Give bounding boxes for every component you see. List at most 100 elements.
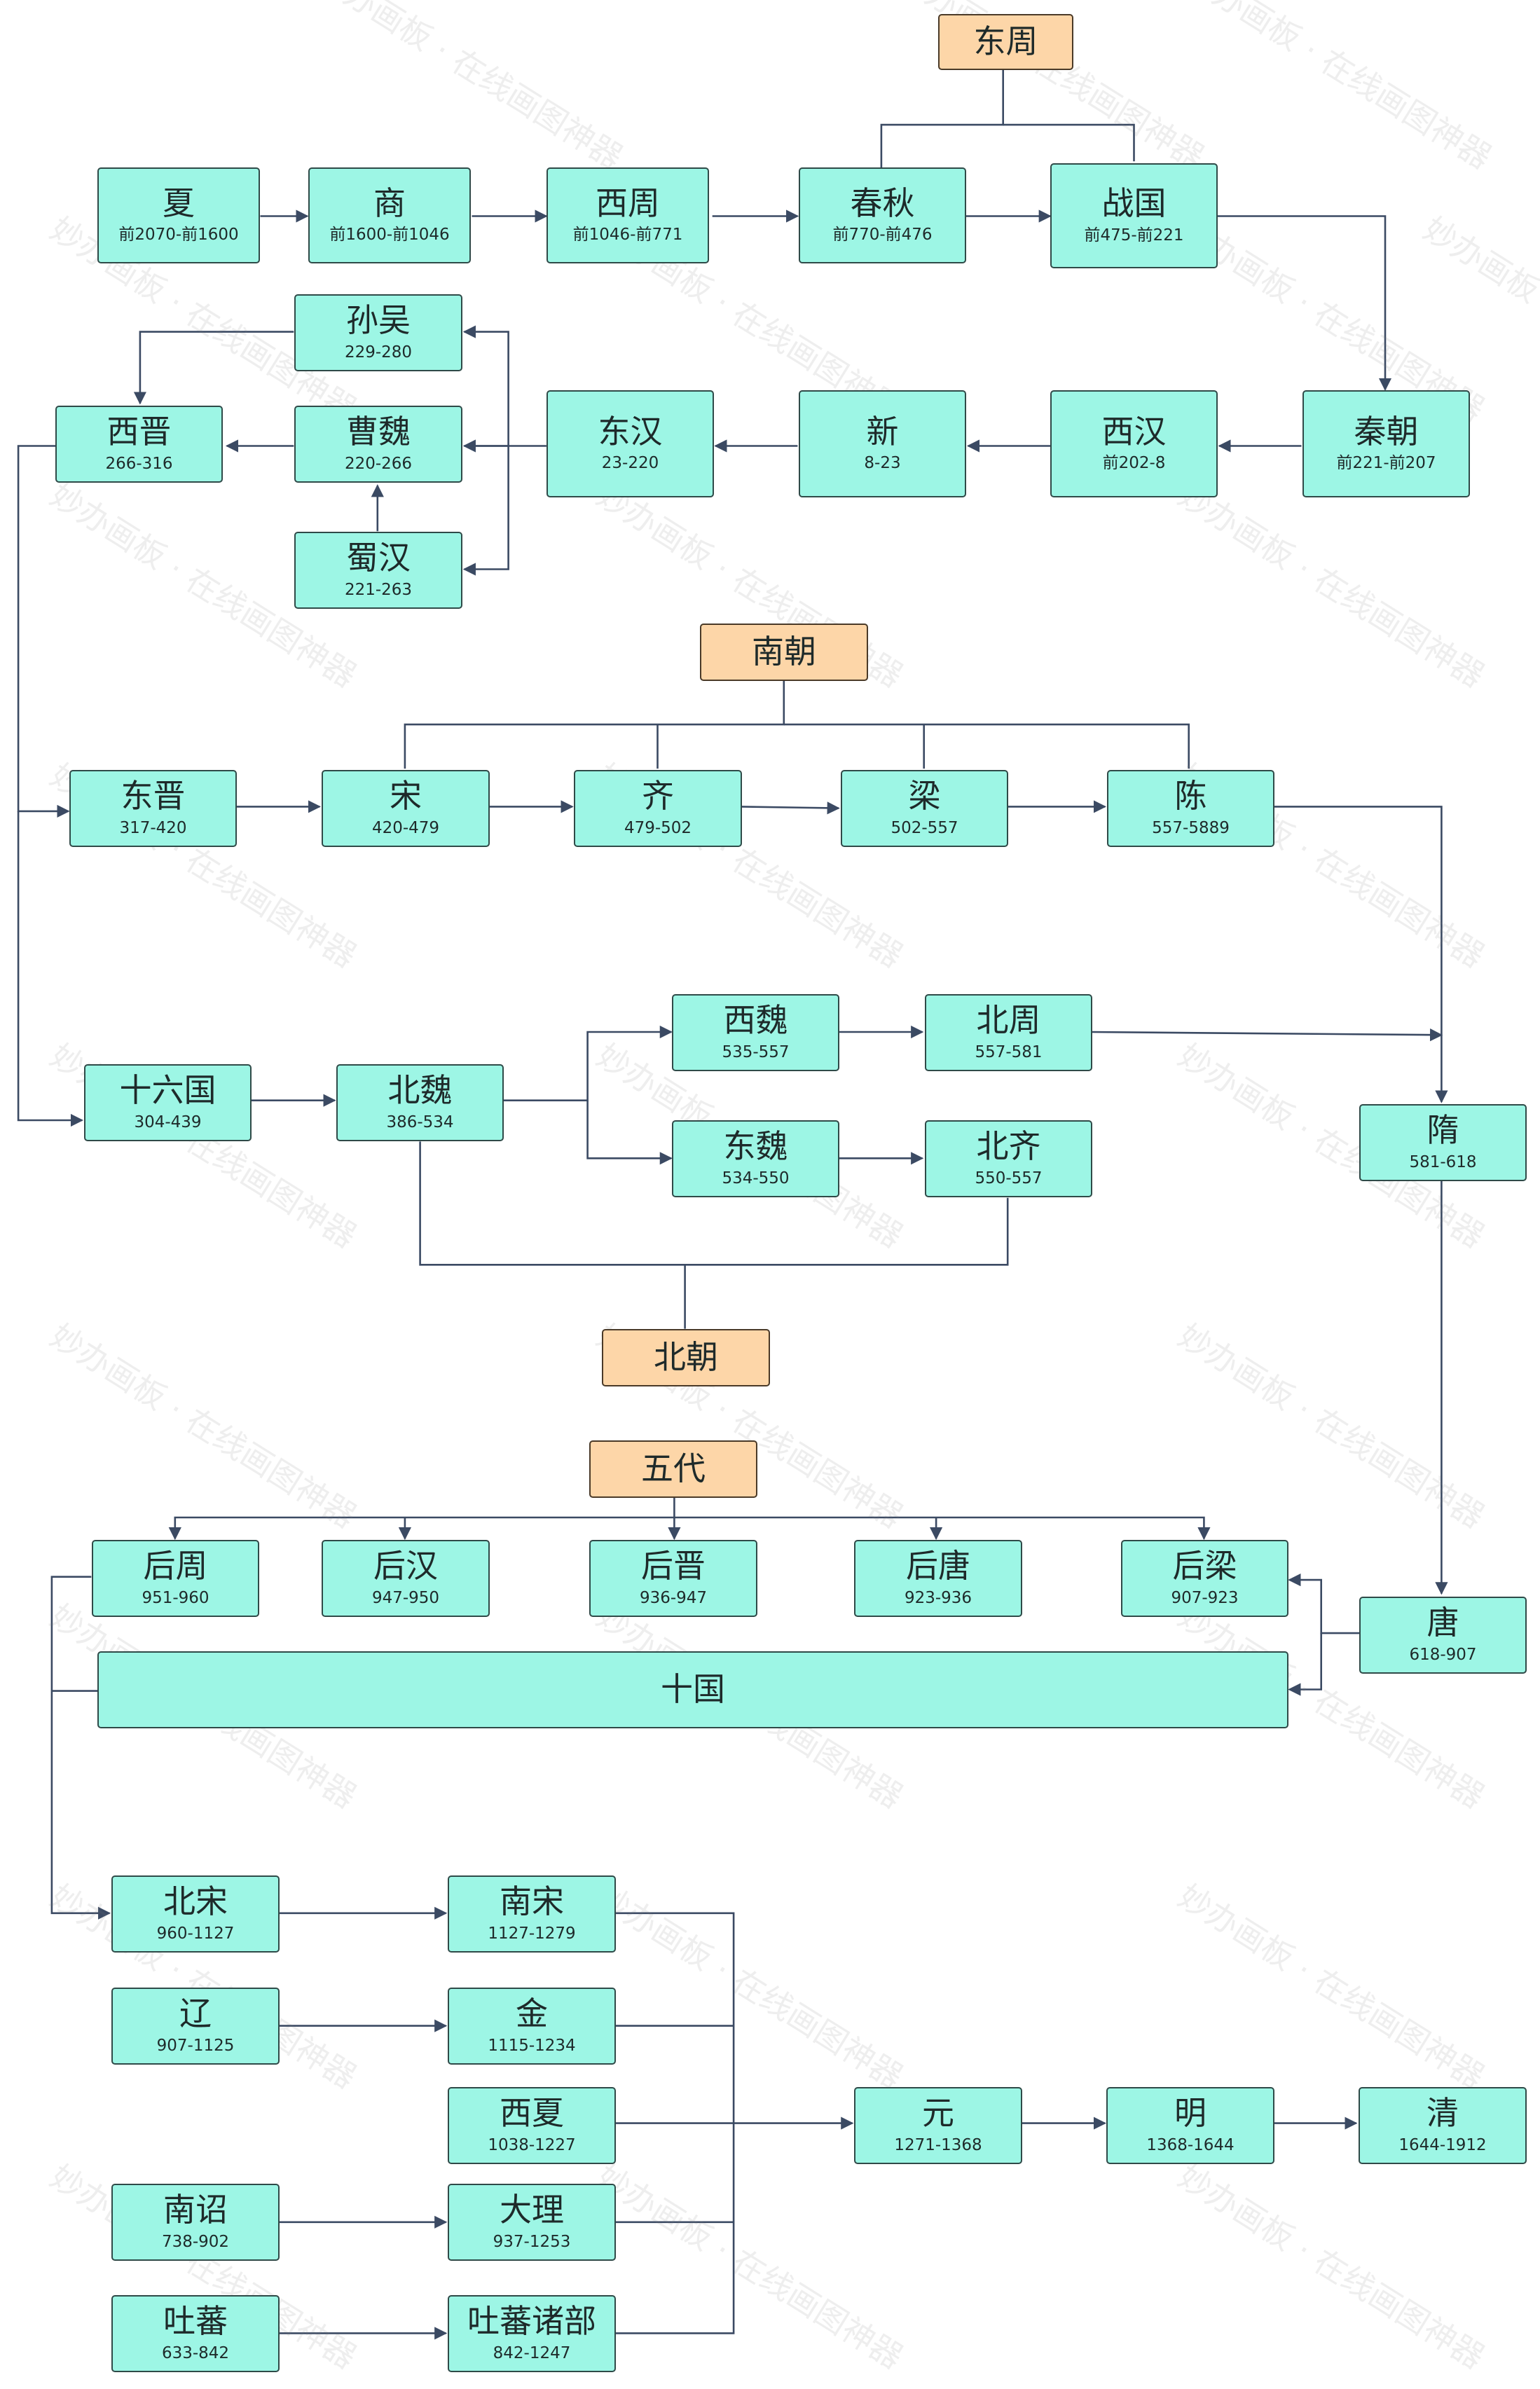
dynasty-node-xin[interactable]: 新 8-23 <box>799 390 966 497</box>
arrow-wudai-houliang <box>674 1516 1211 1541</box>
dynasty-years: 557-581 <box>975 1042 1043 1061</box>
arrow-tang-shiguo <box>1288 1633 1322 1696</box>
arrow-beizhou-sui <box>1089 1028 1443 1042</box>
dynasty-name: 南宋 <box>500 1882 564 1921</box>
dynasty-name: 新 <box>866 412 899 450</box>
dynasty-node-chunqiu[interactable]: 春秋前770-前476 <box>799 167 966 263</box>
dynasty-years: 220-266 <box>344 454 413 473</box>
dynasty-years: 633-842 <box>161 2343 230 2362</box>
dynasty-name: 梁 <box>908 777 941 815</box>
dynasty-years: 842-1247 <box>493 2343 571 2362</box>
arrow-zhanguo-qin <box>1216 215 1392 392</box>
dynasty-name: 后周 <box>143 1547 208 1585</box>
dynasty-name: 后梁 <box>1172 1547 1237 1585</box>
dynasty-node-qi[interactable]: 齐 479-502 <box>574 770 742 847</box>
arrow-xijin-dongjin <box>17 445 70 818</box>
dynasty-years: 550-557 <box>975 1169 1043 1187</box>
dynasty-years: 304-439 <box>134 1113 202 1131</box>
dynasty-years: 前2070-前1600 <box>118 226 239 245</box>
dynasty-years: 947-950 <box>371 1588 440 1607</box>
group-name: 南朝 <box>752 633 816 671</box>
group-label-dongzhou[interactable]: 东周 <box>938 14 1073 70</box>
dynasty-node-xia[interactable]: 夏前2070-前1600 <box>97 167 260 263</box>
dynasty-name: 清 <box>1426 2094 1459 2133</box>
group-label-beichao[interactable]: 北朝 <box>602 1329 770 1386</box>
dynasty-years: 1644-1912 <box>1398 2135 1487 2154</box>
dynasty-node-qing[interactable]: 清 1644-1912 <box>1359 2087 1527 2164</box>
dynasty-name: 十六国 <box>119 1071 216 1110</box>
dynasty-name: 西夏 <box>500 2094 564 2133</box>
dynasty-years: 479-502 <box>624 818 692 837</box>
dynasty-name: 唐 <box>1426 1604 1459 1642</box>
dynasty-name: 蜀汉 <box>346 539 411 577</box>
dynasty-name: 西魏 <box>723 1001 788 1040</box>
dynasty-node-xihan[interactable]: 西汉前202-8 <box>1050 390 1218 497</box>
dynasty-node-zhanguo[interactable]: 战国前475-前221 <box>1050 163 1218 268</box>
dynasty-years: 229-280 <box>344 343 413 362</box>
group-label-nanchao[interactable]: 南朝 <box>700 624 868 681</box>
arrow-sunwu-xijin <box>133 331 294 405</box>
dynasty-years: 960-1127 <box>156 1924 235 1943</box>
dynasty-node-tubozhubu[interactable]: 吐蕃诸部 842-1247 <box>448 2295 616 2372</box>
dynasty-node-shiguo[interactable]: 十国 <box>97 1651 1288 1728</box>
dynasty-years: 581-618 <box>1409 1152 1477 1171</box>
dynasty-name: 战国 <box>1101 184 1167 223</box>
dynasty-name: 北魏 <box>387 1071 453 1110</box>
dynasty-node-shiliuguo[interactable]: 十六国 304-439 <box>84 1064 252 1141</box>
dynasty-name: 西汉 <box>1101 412 1167 450</box>
arrow-beiwei-xiwei <box>502 1025 673 1101</box>
dynasty-name: 秦朝 <box>1354 412 1419 450</box>
arrow-xijin-shiliuguo <box>17 811 84 1127</box>
dynasty-name: 后唐 <box>906 1547 970 1585</box>
dynasty-name: 吐蕃诸部 <box>467 2302 596 2341</box>
dynasty-name: 西晋 <box>106 413 172 451</box>
dynasty-name: 齐 <box>642 777 674 815</box>
dynasty-name: 十国 <box>661 1670 725 1709</box>
dynasty-node-xizhou[interactable]: 西周前1046-前771 <box>546 167 709 263</box>
dynasty-name: 春秋 <box>850 184 915 222</box>
arrow-tang-houliang <box>1288 1574 1359 1634</box>
dynasty-node-shang[interactable]: 商前1600-前1046 <box>308 167 471 263</box>
dynasty-name: 南诏 <box>163 2191 228 2229</box>
dynasty-node-qin[interactable]: 秦朝前221-前207 <box>1302 390 1470 497</box>
line-beichao-bracket <box>419 1141 1009 1266</box>
dynasty-years: 8-23 <box>864 454 901 473</box>
dynasty-name: 明 <box>1174 2094 1206 2133</box>
arrow-caowei-sunwu <box>462 325 509 447</box>
group-label-wudai[interactable]: 五代 <box>589 1440 757 1498</box>
dynasty-name: 大理 <box>500 2191 564 2229</box>
dynasty-years: 420-479 <box>371 818 440 837</box>
